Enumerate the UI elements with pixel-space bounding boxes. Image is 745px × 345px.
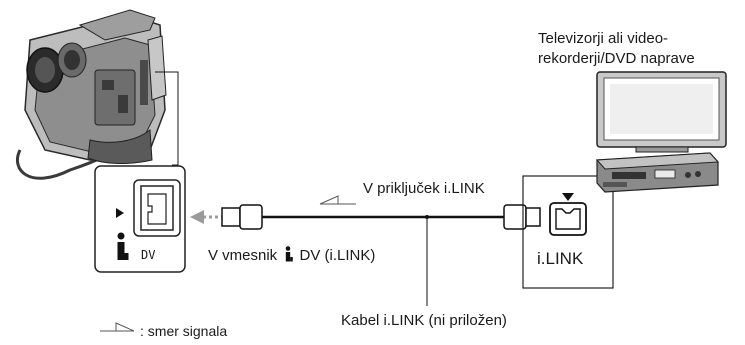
legend-label: : smer signala [140,323,228,339]
tv-illustration [596,71,727,153]
ilink-port-label: i.LINK [537,249,584,268]
cable-label: Kabel i.LINK (ni priložen) [341,312,507,329]
camcorder-illustration [16,9,167,180]
tv-label-line1: Televizorji ali video- [538,30,669,47]
ilink-port-panel [522,175,614,289]
ilink-i-icon [117,232,129,260]
camcorder-callout-line [155,71,179,166]
ilink-inline-icon [286,246,294,262]
ilink-side-plug [503,204,541,230]
dv-interface-label: V vmesnik DV (i.LINK) [208,246,375,265]
dv-interface-suffix: DV (i.LINK) [299,247,376,264]
dv-connector-panel [94,165,186,273]
ilink-down-arrow-icon [562,193,574,201]
dv-side-plug [190,204,263,230]
dv-direction-triangle-icon [116,208,124,218]
vcr-illustration [595,152,720,193]
dv-interface-prefix: V vmesnik [208,247,278,264]
dv-port-label: DV [141,248,156,262]
tv-label-line2: rekorderji/DVD naprave [538,50,695,67]
ilink-jack-label: V priključek i.LINK [363,180,485,197]
plug-in-arrow-icon [190,210,204,224]
signal-direction-arrow-icon [319,195,356,205]
legend-arrow-icon [100,322,135,332]
